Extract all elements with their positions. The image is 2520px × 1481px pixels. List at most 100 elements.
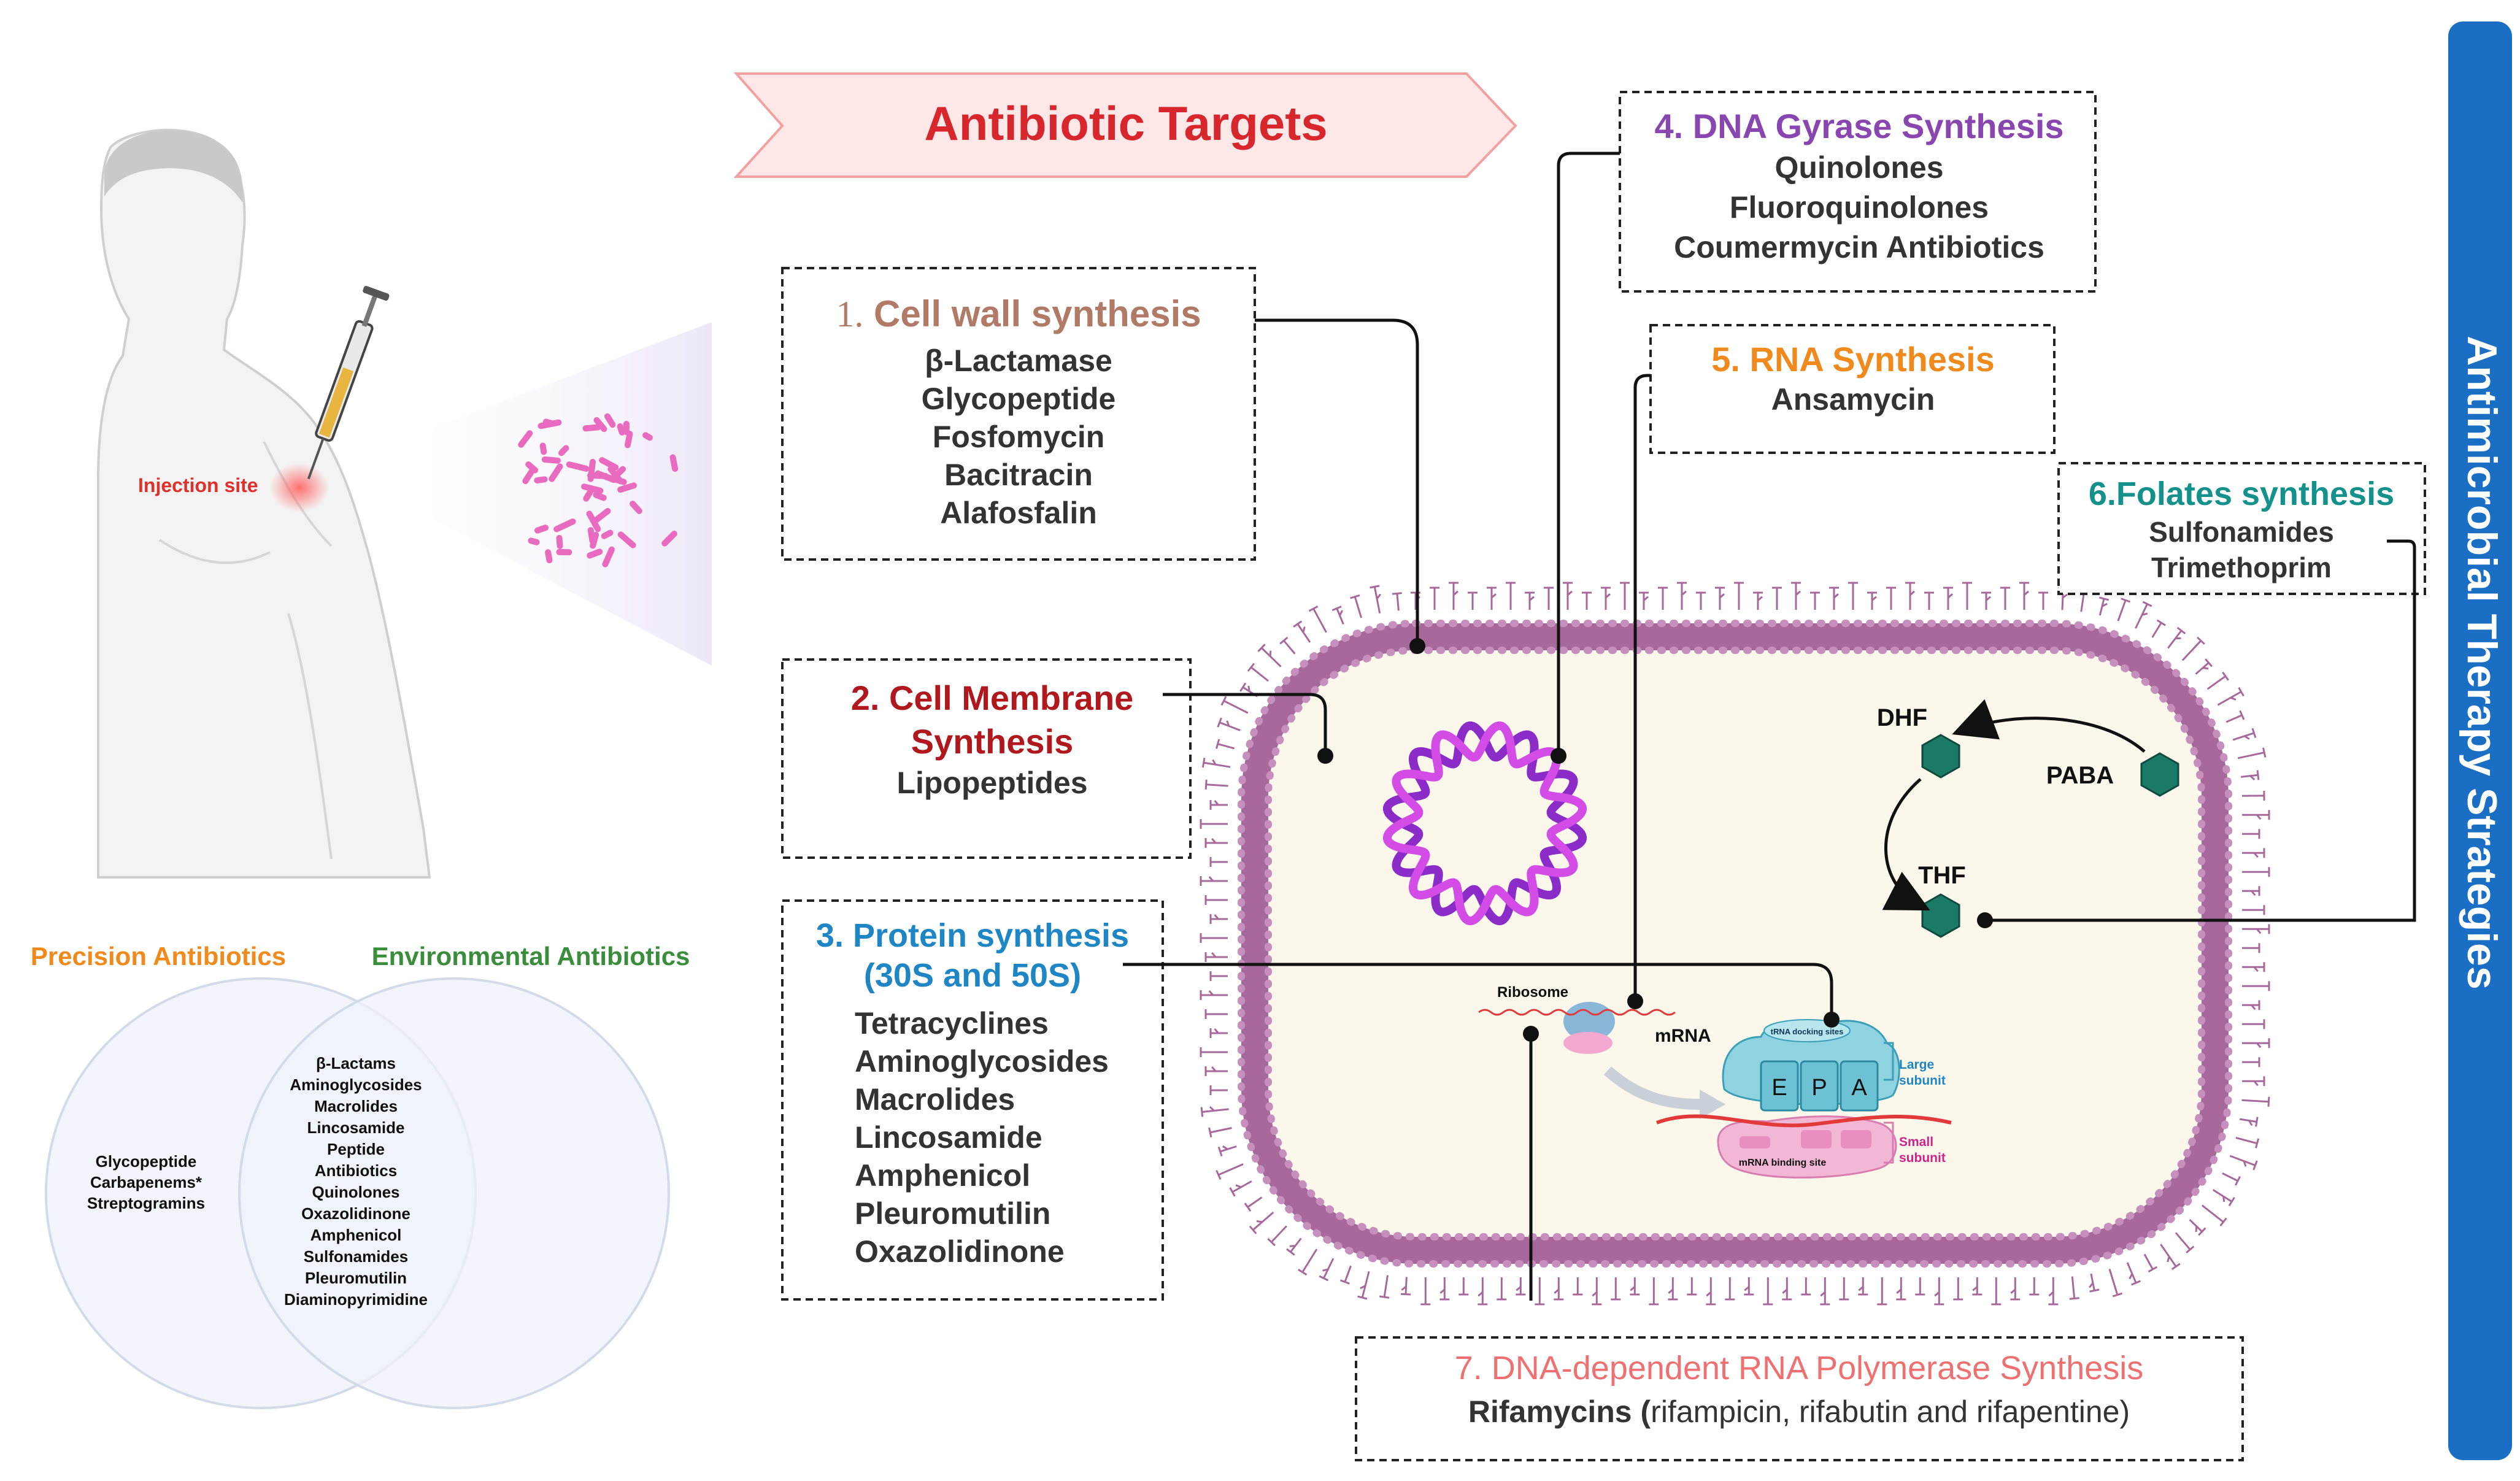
connector-6	[1985, 539, 2416, 922]
ribosome-label: Ribosome	[1497, 984, 1568, 1001]
thf-label: THF	[1918, 862, 1966, 889]
target-1-item: Alafosfalin	[940, 496, 1097, 530]
target-4-title: 4. DNA Gyrase Synthesis	[1654, 107, 2063, 145]
site-p-label: P	[1811, 1075, 1827, 1101]
side-banner-text: Antimicrobial Therapy Strategies	[2459, 336, 2505, 990]
small-subunit-bracket	[1884, 1121, 1894, 1164]
venn-item: Aminoglycosides	[290, 1075, 422, 1094]
venn-item: Amphenicol	[310, 1226, 402, 1244]
paba-hexagon-icon	[2140, 752, 2179, 797]
venn-item: Peptide	[327, 1140, 385, 1158]
connector-3	[1123, 963, 1833, 1020]
site-a-box	[1840, 1060, 1879, 1112]
connector-7-dot	[1523, 1026, 1539, 1042]
site-p-box	[1800, 1060, 1839, 1112]
trna-docking-label: tRNA docking sites	[1771, 1027, 1844, 1036]
site-e-label: E	[1771, 1075, 1787, 1101]
small-subunit-site-1	[1740, 1136, 1770, 1148]
target-box-1: 1. Cell wall synthesis β-LactamaseGlycop…	[781, 267, 1256, 561]
connector-6-dot	[1977, 912, 1993, 928]
target-4-item: Quinolones	[1775, 150, 1944, 185]
paba-label: PABA	[2046, 762, 2114, 789]
venn-left-title: Precision Antibiotics	[31, 942, 286, 971]
dna-plasmid-icon	[1383, 721, 1587, 925]
antibiotic-targets-banner: Antibiotic Targets	[733, 72, 1517, 178]
small-subunit-site-2	[1801, 1130, 1832, 1148]
venn-item: Pleuromutilin	[305, 1269, 407, 1287]
target-1-item: Bacitracin	[944, 458, 1093, 492]
target-5-item: Ansamycin	[1771, 382, 1935, 417]
venn-item: Quinolones	[312, 1183, 400, 1201]
venn-item: Sulfonamides	[304, 1247, 408, 1266]
target-7-title: 7. DNA-dependent RNA Polymerase Synthesi…	[1455, 1350, 2144, 1387]
target-7-item: Rifamycins (rifampicin, rifabutin and ri…	[1468, 1394, 2130, 1429]
banner-title: Antibiotic Targets	[924, 96, 1327, 150]
human-hair	[104, 130, 243, 202]
target-1-item: Glycopeptide	[922, 382, 1116, 416]
mrna-strand-large	[1655, 1114, 1952, 1128]
venn-item: β-Lactams	[316, 1054, 396, 1072]
target-4-item: Fluoroquinolones	[1730, 190, 1989, 225]
connector-lines	[1123, 152, 2416, 1301]
bacterial-cell	[1200, 582, 2270, 1306]
dhf-to-thf-arrow	[1882, 778, 1930, 911]
target-3-item: Oxazolidinone	[855, 1234, 1065, 1269]
target-2-item: Lipopeptides	[896, 766, 1087, 800]
target-2-title-line1: 2. Cell Membrane	[851, 679, 1134, 717]
dhf-label: DHF	[1877, 704, 1927, 731]
target-6-item: Sulfonamides	[2149, 516, 2334, 548]
target-1-title: 1. Cell wall synthesis	[836, 293, 1201, 334]
syringe-icon	[307, 285, 390, 480]
venn-item: Streptogramins	[87, 1194, 205, 1212]
mrna-label: mRNA	[1655, 1026, 1711, 1046]
target-4-item: Coumermycin Antibiotics	[1674, 230, 2044, 264]
connector-2	[1163, 693, 1327, 756]
target-3-item: Pleuromutilin	[855, 1196, 1050, 1231]
thf-hexagon-icon	[1921, 893, 1960, 938]
small-subunit-site-3	[1841, 1130, 1871, 1148]
connector-4	[1557, 152, 1620, 756]
target-3-item: Lincosamide	[855, 1120, 1042, 1155]
mrna-strand-small	[1478, 1009, 1676, 1016]
target-box-4: 4. DNA Gyrase Synthesis QuinolonesFluoro…	[1619, 91, 2097, 293]
connector-1	[1255, 318, 1419, 646]
human-silhouette	[97, 128, 431, 879]
cell-envelope	[1241, 623, 2229, 1264]
mrna-binding-label: mRNA binding site	[1739, 1158, 1827, 1168]
venn-item: Antibiotics	[315, 1161, 397, 1180]
venn-right-circle	[238, 977, 670, 1409]
small-ribosome-bottom-icon	[1563, 1032, 1613, 1054]
target-1-item: Fosfomycin	[933, 420, 1105, 454]
connector-endpoints	[1317, 638, 1993, 1042]
target-box-5: 5. RNA Synthesis Ansamycin	[1649, 324, 2056, 454]
translation-arrow-head	[1700, 1090, 1725, 1119]
venn-item: Carbapenems*	[90, 1173, 202, 1191]
side-banner: Antimicrobial Therapy Strategies	[2448, 21, 2512, 1460]
injection-glow	[270, 463, 329, 512]
inner-membrane-dots	[1265, 647, 2205, 1241]
site-a-label: A	[1851, 1075, 1867, 1101]
target-6-title: 6.Folates synthesis	[2089, 475, 2394, 512]
paba-to-dhf-arrow	[1952, 699, 2146, 753]
bacteria-cluster	[518, 413, 679, 567]
target-box-7: 7. DNA-dependent RNA Polymerase Synthesi…	[1355, 1336, 2244, 1461]
injection-site-label: Injection site	[138, 474, 258, 496]
ribosome-diagram: Ribosome mRNA tRNA docking sites E P A m…	[1478, 984, 1952, 1179]
venn-item: Glycopeptide	[96, 1152, 197, 1171]
connector-2-dot	[1317, 748, 1333, 764]
target-box-2: 2. Cell Membrane Synthesis Lipopeptides	[781, 658, 1192, 859]
magnification-cone	[331, 322, 712, 666]
connector-5	[1633, 374, 1651, 1001]
surface-spikes	[1200, 582, 2270, 1306]
folate-pathway: DHF PABA THF	[1877, 699, 2179, 938]
venn-item: Lincosamide	[307, 1118, 405, 1137]
target-3-item: Amphenicol	[855, 1158, 1030, 1193]
target-1-number: 1.	[836, 294, 863, 334]
target-box-6: 6.Folates synthesis SulfonamidesTrimetho…	[2057, 462, 2426, 595]
venn-item: Macrolides	[314, 1097, 398, 1115]
dna-strand-b	[1383, 721, 1587, 925]
site-e-box	[1760, 1060, 1799, 1112]
translation-arrow	[1603, 1066, 1700, 1110]
